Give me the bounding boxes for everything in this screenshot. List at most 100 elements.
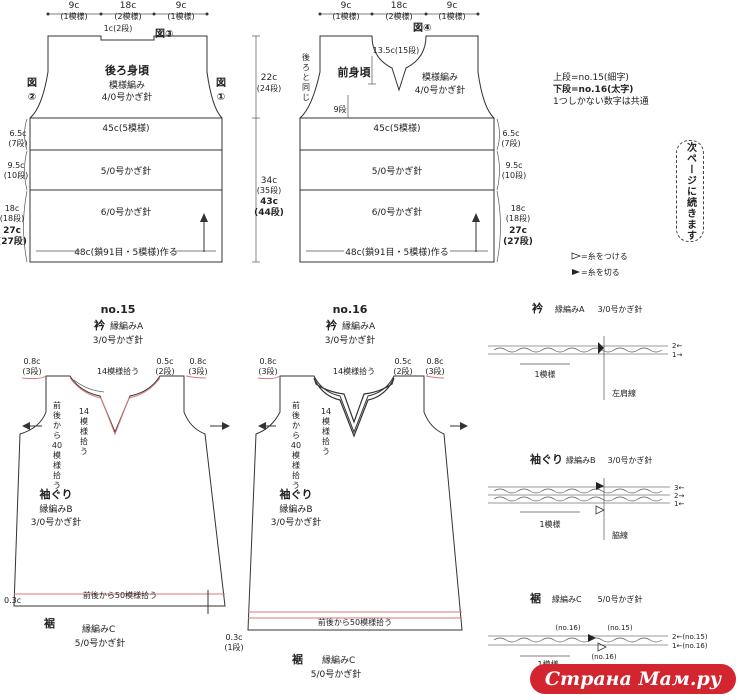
fig1-ref-2: ① — [217, 92, 225, 103]
no15-vpick-5: う — [80, 447, 88, 456]
front-neck: 13.5c(15段) — [373, 45, 420, 55]
front-same-5: じ — [302, 93, 310, 102]
no15-vpick-4: 拾 — [80, 436, 88, 446]
front-bottom: 48c(鎖91目・5模様)作る — [345, 246, 449, 258]
mid-as: (24段) — [257, 83, 281, 93]
chart-c-tag16b: (no.16) — [591, 653, 616, 661]
chart-c-pat: 縁編みC — [552, 594, 582, 604]
no16-vpick-4: 拾 — [322, 436, 330, 446]
back-top-left: 9c — [69, 1, 80, 11]
site-watermark: Страна Мам.ру — [530, 664, 736, 694]
fig3-ref: 図③ — [155, 28, 173, 40]
no16-hem-hook: 5/0号かぎ針 — [311, 668, 362, 680]
chart-c-row2: 2←(no.15) — [672, 633, 708, 641]
mid-cs: (44段) — [254, 206, 284, 218]
no16-hem: 裾 — [292, 652, 303, 666]
chart-c-tag15: (no.15) — [607, 624, 632, 632]
no16-vpick-5: う — [322, 447, 330, 456]
back-band1: 45c(5模様) — [102, 122, 149, 134]
back-l1: 6.5c — [9, 129, 26, 138]
no16-hem-pick: 前後から50模様拾う — [318, 617, 392, 627]
chart-a-row1: 1→ — [672, 351, 682, 359]
mid-c: 43c — [260, 197, 278, 207]
back-l2: 9.5c — [7, 161, 24, 170]
no16-hem-side: 0.3c — [225, 633, 242, 642]
no16-lt: 0.8c — [259, 357, 276, 366]
no15-neck-r: 0.5c — [156, 357, 173, 366]
no15-hem-hook: 5/0号かぎ針 — [75, 637, 126, 649]
back-band3: 6/0号かぎ針 — [101, 206, 152, 218]
cut-yarn-icon — [572, 269, 580, 275]
front-top-left: 9c — [341, 1, 352, 11]
back-l3s: (18段) — [0, 213, 24, 223]
chart-b-hook: 3/0号かぎ針 — [608, 455, 653, 465]
no15-rts: (3段) — [188, 366, 207, 376]
no16-sp-2: 後 — [292, 410, 300, 420]
no15-vpick-1: 14 — [79, 407, 89, 416]
no15-rt: 0.8c — [189, 357, 206, 366]
chart-b-row2: 2→ — [674, 492, 684, 500]
back-top-mid-sub: (2模様) — [114, 11, 141, 21]
chart-b: 袖ぐり 縁編みB 3/0号かぎ針 3← 2→ 1← 1模様 脇線 — [488, 452, 684, 540]
no16-title: no.16 — [333, 303, 368, 316]
back-l1s: (7段) — [8, 138, 27, 148]
no16-sp-8: 拾 — [292, 470, 300, 480]
no15-lts: (3段) — [22, 366, 41, 376]
no16-vpick-1: 14 — [321, 407, 331, 416]
front-r4s: (27段) — [503, 235, 533, 247]
chart-c-row1: 1←(no.16) — [672, 642, 708, 650]
continue-next-page-note: 次ページに続きます — [676, 140, 704, 242]
front-title: 前身頃 — [338, 65, 372, 79]
no15-vpick-2: 模 — [80, 416, 88, 426]
no15-arm-pat: 縁編みB — [39, 503, 72, 515]
no16-lts: (3段) — [258, 366, 277, 376]
no16-neck-rs: (2段) — [393, 366, 412, 376]
chart-c: 裾 縁編みC 5/0号かぎ針 (no.16) (no.15) 2←(no.15)… — [488, 591, 708, 669]
chart-a-pat: 縁編みA — [555, 304, 585, 314]
chart-b-row3: 3← — [674, 484, 684, 492]
chart-b-line: 脇線 — [612, 530, 628, 540]
no16-arm: 袖ぐり — [280, 487, 313, 501]
notes: 上段=no.15(細字) 下段=no.16(太字) 1つしかない数字は共通 — [553, 71, 649, 107]
front-same-4: 同 — [302, 83, 310, 92]
front-r2: 9.5c — [505, 161, 522, 170]
no16-rt: 0.8c — [426, 357, 443, 366]
legend-cut: =糸を切る — [581, 267, 620, 277]
no16-rts: (3段) — [425, 366, 444, 376]
no16-collar-pat: 縁編みA — [342, 320, 376, 332]
front-pattern: 模様編み — [422, 71, 458, 83]
no15-hem: 裾 — [44, 616, 55, 630]
chart-c-hook: 5/0号かぎ針 — [598, 594, 643, 604]
legend: =糸をつける =糸を切る — [571, 251, 628, 277]
chart-a: 衿 縁編みA 3/0号かぎ針 2← 1→ 1模様 左肩線 — [488, 301, 682, 400]
no16-vpick-3: 様 — [322, 426, 330, 436]
back-title: 後ろ身頃 — [105, 63, 150, 77]
back-top-left-sub: (1模様) — [60, 11, 87, 21]
back-top-mid: 18c — [120, 1, 136, 11]
back-pattern: 模様編み — [109, 79, 145, 91]
chart-a-line: 左肩線 — [612, 388, 636, 398]
chart-b-row1: 1← — [674, 500, 684, 508]
no15-sp-4: ら — [53, 431, 61, 440]
back-top-right-sub: (1模様) — [167, 11, 194, 21]
front-r1: 6.5c — [502, 129, 519, 138]
chart-b-pat: 縁編みB — [566, 455, 596, 465]
note-line1: 上段=no.15(細字) — [553, 71, 629, 83]
no15-vpick-3: 様 — [80, 426, 88, 436]
front-same-3: と — [302, 73, 310, 82]
no15-neck-rs: (2段) — [155, 366, 174, 376]
front-rows9: 9段 — [333, 104, 346, 114]
front-r1s: (7段) — [501, 138, 520, 148]
mid-b: 34c — [261, 176, 277, 186]
no15-hem-pick: 前後から50模様拾う — [83, 590, 157, 600]
front-r2s: (10段) — [502, 170, 526, 180]
front-same-1: 後 — [302, 52, 310, 62]
no15-collar-hook: 3/0号かぎ針 — [93, 334, 144, 346]
no16-piece: no.16 衿 縁編みA 3/0号かぎ針 0.8c (3段) 0.8c (3段)… — [224, 303, 468, 680]
attach-yarn-icon — [571, 252, 582, 260]
front-same-2: ろ — [302, 63, 310, 72]
no16-sp-4: ら — [292, 431, 300, 440]
back-bottom: 48c(鎖91目・5模様)作る — [74, 246, 178, 258]
mid-bs: (35段) — [257, 185, 281, 195]
no16-collar-hook: 3/0号かぎ針 — [325, 334, 376, 346]
